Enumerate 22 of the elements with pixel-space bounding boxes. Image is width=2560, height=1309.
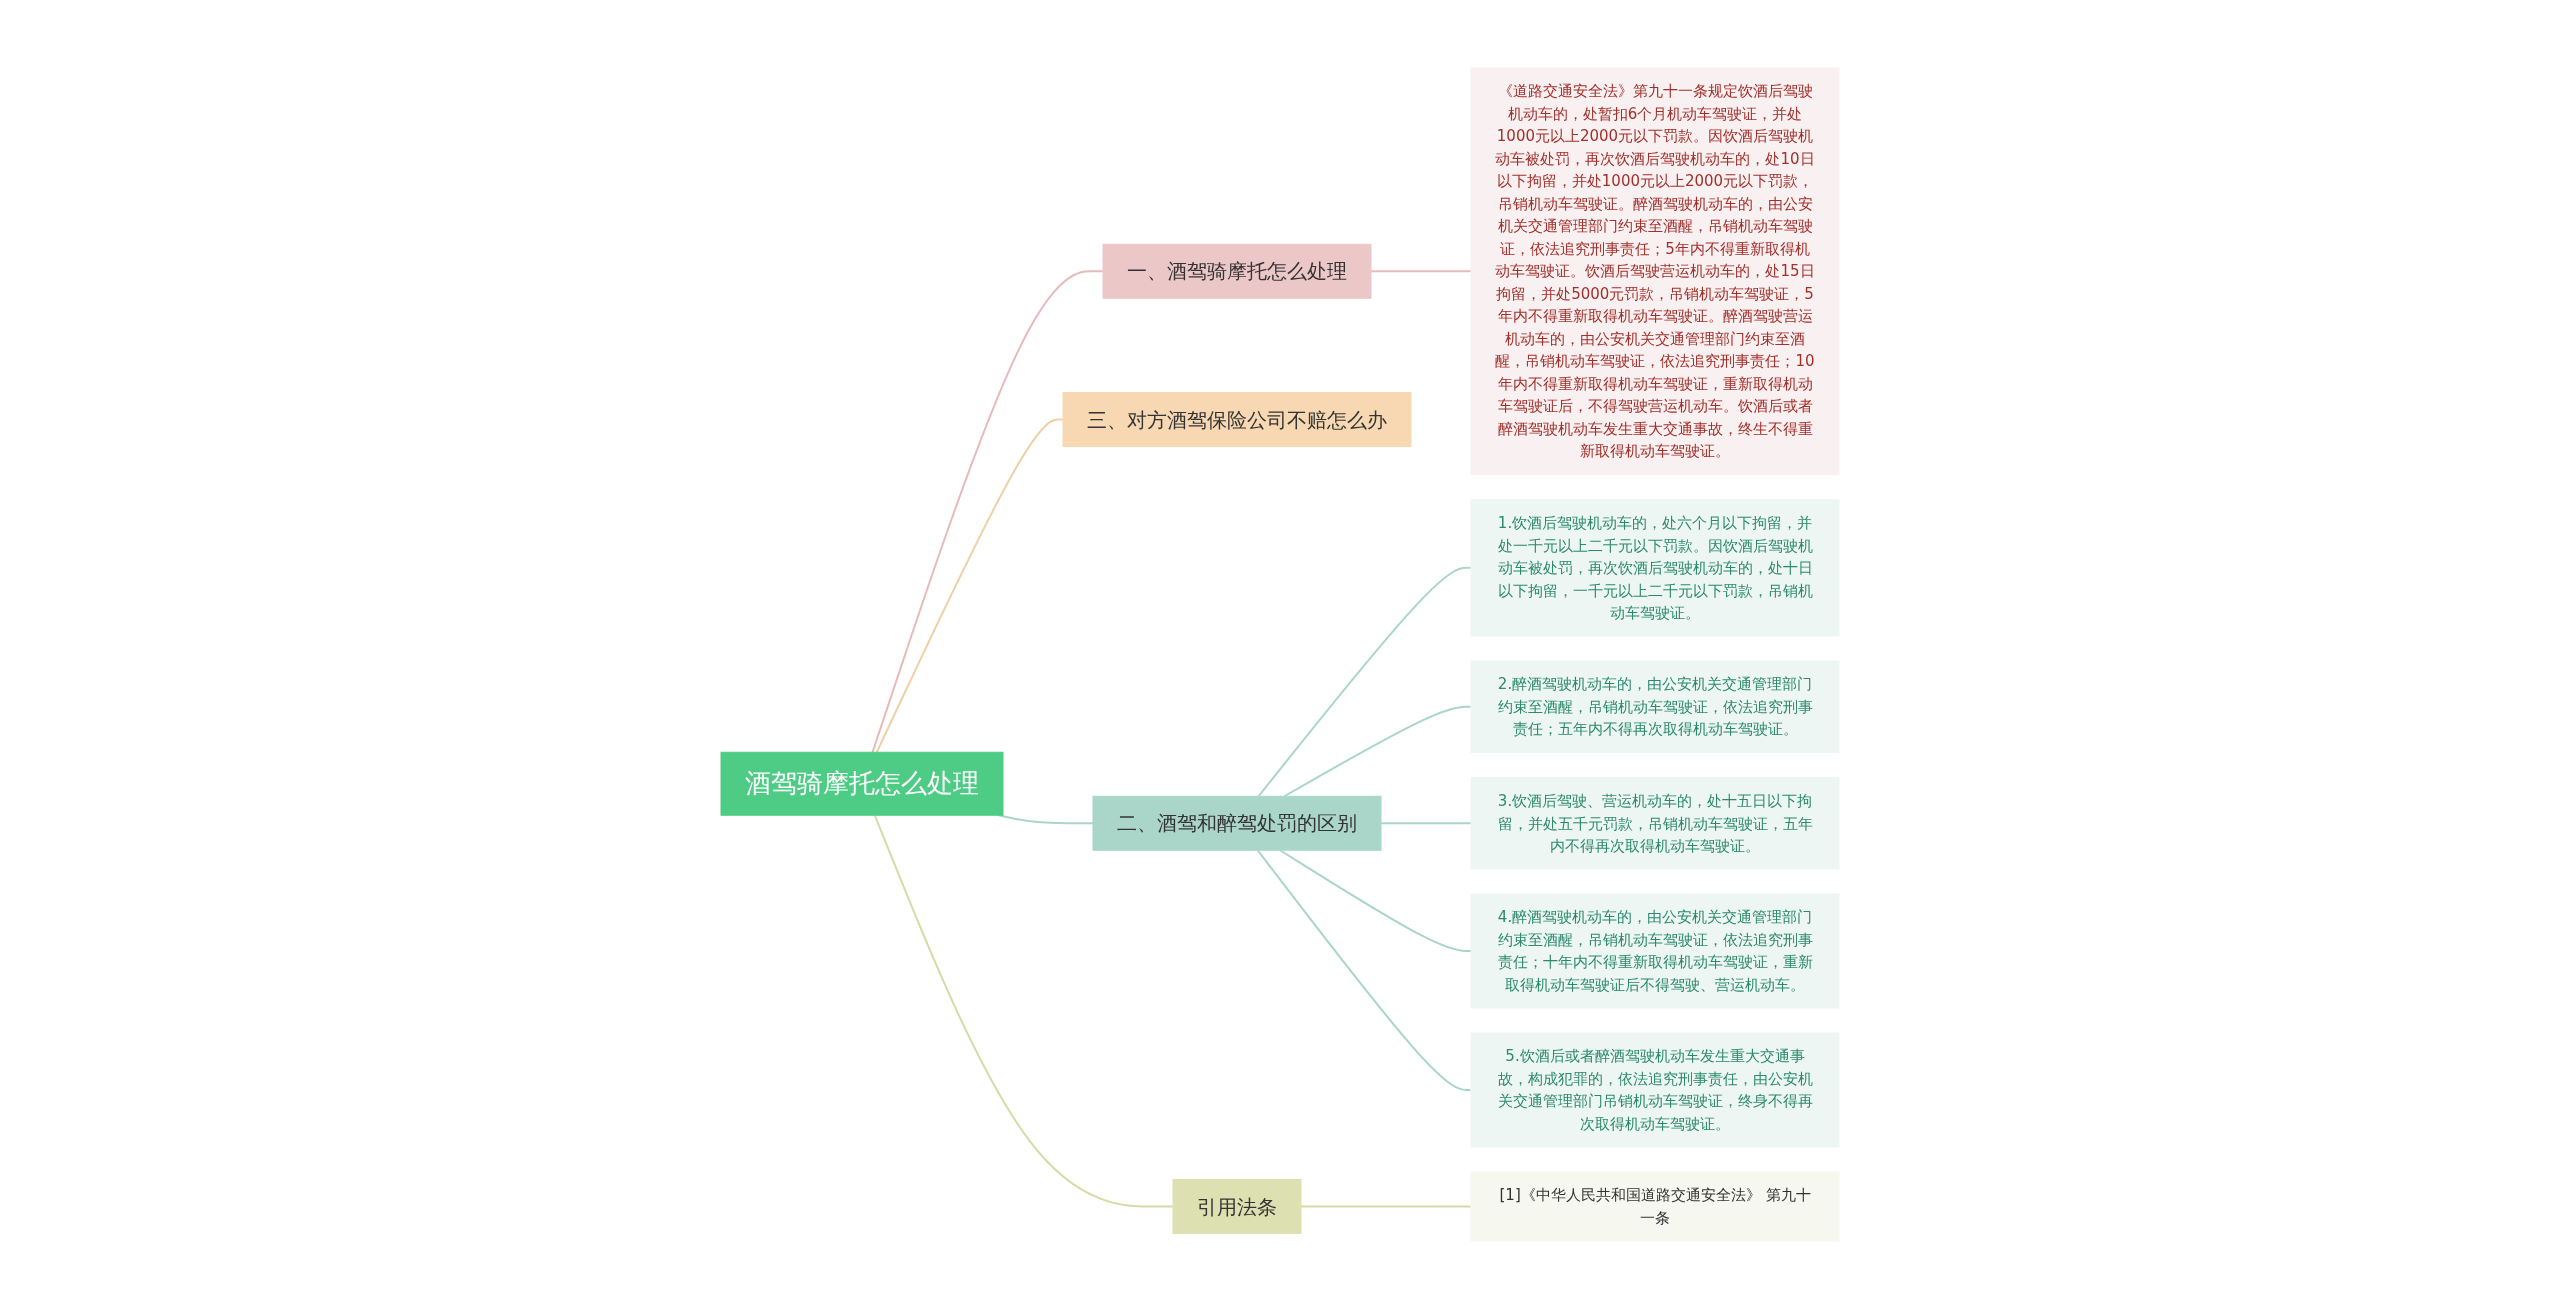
connector	[875, 418, 1064, 754]
node-box: 引用法条	[1172, 1179, 1302, 1234]
node-box: 4.醉酒驾驶机动车的，由公安机关交通管理部门约束至酒醒，吊销机动车驾驶证，依法追究刑事责任；十年内不得重新取得机动车驾驶证，重新取得机动车驾驶证后不得驾驶、营运机动车。	[1470, 893, 1840, 1009]
connector	[1257, 566, 1472, 798]
node-box: 3.饮酒后驾驶、营运机动车的，处十五日以下拘留，并处五千元罚款，吊销机动车驾驶证，五年内不得再次取得机动车驾驶证。	[1470, 777, 1840, 870]
connector	[1279, 849, 1472, 952]
connector	[873, 814, 1174, 1208]
node-box: 三、对方酒驾保险公司不赔怎么办	[1062, 392, 1412, 447]
node-box: 一、酒驾骑摩托怎么处理	[1102, 243, 1372, 299]
connector	[1370, 270, 1472, 273]
node-box: 1.饮酒后驾驶机动车的，处六个月以下拘留，并处一千元以上二千元以下罚款。因饮酒后驾驶机动车被处罚，再次饮酒后驾驶机动车的，处十日以下拘留，一千元以上二千元以下罚款，吊销机动车驾驶证。	[1470, 499, 1840, 637]
node-box: 2.醉酒驾驶机动车的，由公安机关交通管理部门约束至酒醒，吊销机动车驾驶证，依法追究刑事责任；五年内不得再次取得机动车驾驶证。	[1470, 660, 1840, 753]
node-box: 5.饮酒后或者醉酒驾驶机动车发生重大交通事故，构成犯罪的，依法追究刑事责任，由公安机关交通管理部门吊销机动车驾驶证，终身不得再次取得机动车驾驶证。	[1470, 1032, 1840, 1148]
node-box: [1]《中华人民共和国道路交通安全法》 第九十一条	[1470, 1171, 1840, 1242]
node-box: 酒驾骑摩托怎么处理	[720, 751, 1004, 816]
node-box: 《道路交通安全法》第九十一条规定饮酒后驾驶机动车的，处暂扣6个月机动车驾驶证，并处1000元以上2000元以下罚款。因饮酒后驾驶机动车被处罚，再次饮酒后驾驶机动车的，处10日以下拘留，并处1000元以上2000元以下罚款，吊销机动车驾驶证。醉酒驾驶机动车的，由公安机关交通管理部门约束至酒醒，吊销机动车驾驶证，依法追究刑事责任；5年内不得重新取得机动车驾驶证。饮酒后驾驶营运机动车的，处15日拘留，并处5000元罚款，吊销机动车驾驶证，5年内不得重新取得机动车驾驶证。醉酒驾驶营运机动车的，由公安机关交通管理部门约束至酒醒，吊销机动车驾驶证，依法追究刑事责任；10年内不得重新取得机动车驾驶证，重新取得机动车驾驶证后，不得驾驶营运机动车。饮酒后或者醉酒驾驶机动车发生重大交通事故，终生不得重新取得机动车驾驶证。	[1470, 67, 1840, 475]
connector	[1283, 705, 1472, 798]
connector	[1380, 822, 1472, 825]
connector	[1300, 1205, 1472, 1208]
node-box: 二、酒驾和醉驾处罚的区别	[1092, 795, 1382, 851]
connector	[871, 270, 1104, 754]
connector	[1256, 849, 1472, 1091]
